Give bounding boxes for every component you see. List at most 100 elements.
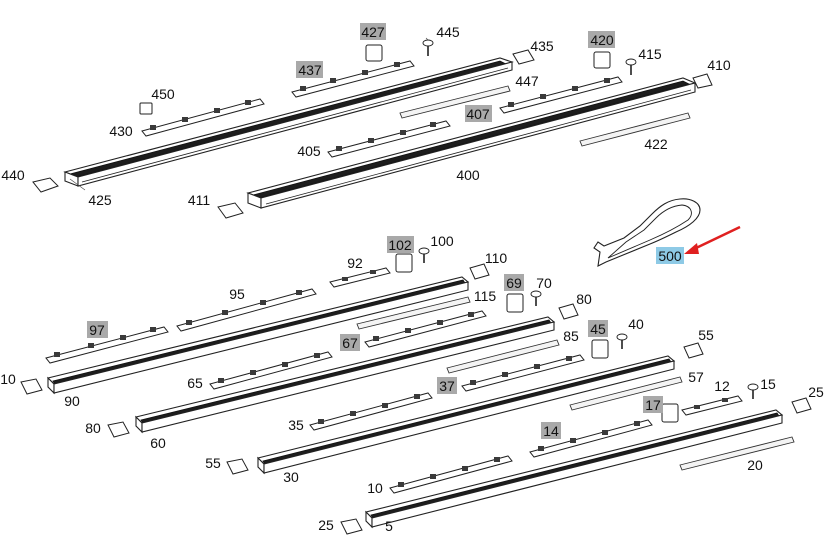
callout-15[interactable]: 15 [760,376,776,392]
callout-14[interactable]: 14 [541,422,561,439]
svg-text:85: 85 [563,328,579,344]
callout-60[interactable]: 60 [150,435,166,451]
callout-110[interactable]: 110 [485,250,508,266]
svg-text:97: 97 [89,322,105,338]
callout-80[interactable]: 80 [576,291,592,307]
svg-text:55: 55 [698,327,714,343]
callout-35[interactable]: 35 [288,417,304,433]
svg-text:440: 440 [1,167,25,183]
part-17 [661,403,679,423]
callout-40[interactable]: 40 [628,316,644,332]
callout-5[interactable]: 5 [385,518,393,534]
callout-97[interactable]: 97 [87,321,108,338]
callout-20[interactable]: 20 [747,457,763,473]
strip-422 [579,112,691,147]
callout-100[interactable]: 100 [430,233,454,249]
mechanism-97 [45,326,169,364]
svg-text:15: 15 [760,376,776,392]
rail-30 [256,355,676,475]
callout-70[interactable]: 70 [536,275,552,291]
rail-425 [63,57,514,187]
svg-text:10: 10 [0,371,16,387]
callout-10[interactable]: 10 [0,371,16,387]
callout-55-b[interactable]: 55 [205,455,221,471]
callout-25[interactable]: 25 [808,384,824,400]
svg-text:5: 5 [385,518,393,534]
mechanism-407 [499,76,623,114]
svg-text:400: 400 [456,167,480,183]
svg-text:25: 25 [808,384,824,400]
callout-45[interactable]: 45 [588,320,608,337]
callout-102[interactable]: 102 [387,236,414,253]
callout-67[interactable]: 67 [340,334,360,351]
rail-90 [46,276,470,395]
strip-20 [679,436,795,471]
callout-430[interactable]: 430 [109,123,133,139]
callout-415[interactable]: 415 [638,46,662,62]
svg-text:115: 115 [474,288,497,304]
callout-435[interactable]: 435 [530,38,554,54]
callout-55[interactable]: 55 [698,327,714,343]
callout-440[interactable]: 440 [1,167,25,183]
svg-text:25: 25 [318,517,334,533]
svg-text:30: 30 [283,469,299,485]
callout-95[interactable]: 95 [229,286,245,302]
svg-text:110: 110 [485,250,508,266]
svg-text:427: 427 [361,24,385,40]
handle-500 [593,198,701,267]
callout-411[interactable]: 411 [188,192,211,208]
svg-text:447: 447 [515,73,539,89]
bracket-435 [512,49,535,65]
callout-427[interactable]: 427 [360,23,386,40]
callout-445[interactable]: 445 [436,24,460,40]
callout-437[interactable]: 437 [296,61,323,78]
callout-37[interactable]: 37 [437,377,457,394]
callout-85[interactable]: 85 [563,328,579,344]
mechanism-65 [209,351,333,390]
callout-447[interactable]: 447 [515,73,539,89]
callout-80-b[interactable]: 80 [85,420,101,436]
callout-450[interactable]: 450 [151,86,175,102]
callout-405[interactable]: 405 [297,143,321,159]
svg-text:415: 415 [638,46,662,62]
svg-text:90: 90 [64,393,80,409]
callout-30[interactable]: 30 [283,469,299,485]
svg-text:17: 17 [645,397,661,413]
svg-text:69: 69 [506,275,522,291]
callout-57[interactable]: 57 [688,369,704,385]
callout-500[interactable]: 500 [656,247,684,264]
svg-text:45: 45 [590,321,606,337]
callout-25-b[interactable]: 25 [318,517,334,533]
selection-arrow [684,225,741,254]
part-450 [139,102,153,115]
strip-115 [356,296,471,330]
screw-70 [530,290,542,306]
callout-425[interactable]: 425 [88,192,112,208]
screw-415 [625,58,637,75]
callout-92[interactable]: 92 [347,255,363,271]
svg-text:425: 425 [88,192,112,208]
callout-65[interactable]: 65 [187,375,203,391]
mechanism-430 [141,98,265,137]
bracket-25-top [791,397,812,414]
endcap-55 [226,458,249,475]
callout-420[interactable]: 420 [588,31,615,48]
callout-69[interactable]: 69 [504,274,524,291]
callout-422[interactable]: 422 [644,136,668,152]
callout-17[interactable]: 17 [643,396,663,413]
bracket-80-top [558,303,579,320]
callout-407[interactable]: 407 [465,105,492,122]
callout-10-b[interactable]: 10 [367,480,383,496]
callout-90[interactable]: 90 [64,393,80,409]
svg-text:411: 411 [188,192,211,208]
endcap-25 [340,518,363,535]
screw-100 [418,247,430,263]
svg-text:65: 65 [187,375,203,391]
endcap-10 [20,378,43,395]
callout-12[interactable]: 12 [714,378,730,394]
callout-410[interactable]: 410 [707,57,731,73]
callout-115[interactable]: 115 [474,288,497,304]
bracket-55-top [683,342,704,359]
callout-400[interactable]: 400 [456,167,480,183]
svg-text:430: 430 [109,123,133,139]
